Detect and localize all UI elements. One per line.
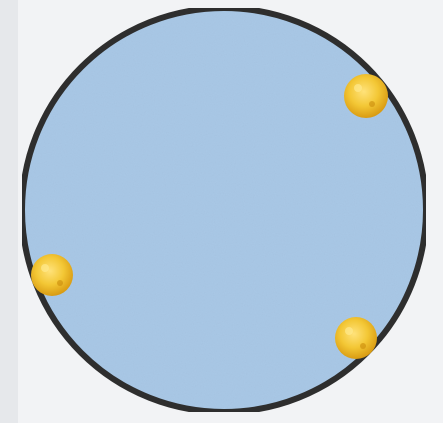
- yellow-blob-top-right: [344, 74, 388, 118]
- yellow-blob-bottom-right: [335, 317, 377, 359]
- yellow-blob-left: [31, 254, 73, 296]
